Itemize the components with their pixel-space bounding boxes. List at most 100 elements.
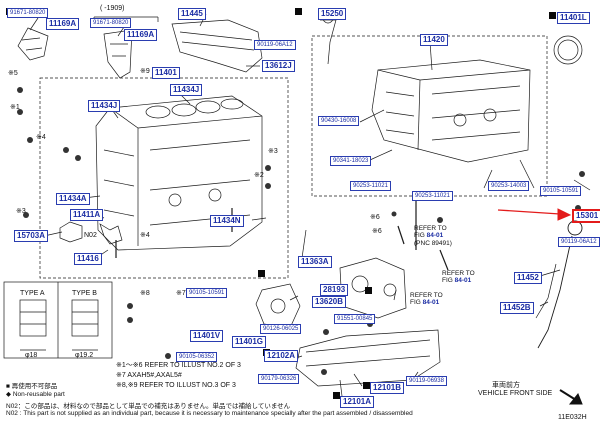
cylinder-block-frame xyxy=(39,77,289,279)
part-label-11401G[interactable]: 11401G xyxy=(232,336,267,348)
part-label-11452[interactable]: 11452 xyxy=(514,272,542,284)
star-marker: ※4 xyxy=(36,134,46,141)
star-marker: ※3 xyxy=(16,208,26,215)
part-label-13620B[interactable]: 13620B xyxy=(312,296,347,308)
part-label-90253-11021[interactable]: 90253-11021 xyxy=(350,181,391,191)
knock-pin-set xyxy=(99,223,123,245)
star-marker: ※1 xyxy=(10,104,20,111)
stud-bolts xyxy=(115,196,449,271)
vehicle-front-jp: 車両前方 xyxy=(492,382,520,389)
refer-to-fig-ref2[interactable]: REFER TO FIG 84-01 xyxy=(442,270,475,285)
callout-marker xyxy=(365,287,372,294)
part-label-91671-80820[interactable]: 91671-80820 xyxy=(90,18,132,28)
legend-type-b-label: TYPE B xyxy=(72,290,97,297)
star-marker: ※7 xyxy=(176,290,186,297)
legend-non-reusable-jp: ■ 再使用不可部品 xyxy=(6,383,58,390)
part-label-90105-06352[interactable]: 90105-06352 xyxy=(176,352,218,362)
crankcase xyxy=(371,59,531,163)
star-marker: ※6 xyxy=(372,228,382,235)
note-n02-jp: N02：この部品は、材料なので部品として単品での補充はありません。単品では補給し… xyxy=(6,403,291,410)
part-label-13612J[interactable]: 13612J xyxy=(262,60,295,72)
note-refer-illust-2: ※1～※6 REFER TO ILLUST NO.2 OF 3 xyxy=(116,362,241,369)
legend-type-a-label: TYPE A xyxy=(20,290,45,297)
bushing-type-a xyxy=(19,299,47,351)
part-label-11452B[interactable]: 11452B xyxy=(500,302,534,314)
part-label-11169A[interactable]: 11169A xyxy=(46,18,80,30)
star-marker: ※8 xyxy=(140,290,150,297)
date-range-note: ( -1909) xyxy=(100,5,125,12)
star-marker: ※6 xyxy=(370,214,380,221)
vehicle-front-arrow xyxy=(559,389,583,405)
highlight-arrow xyxy=(497,208,572,221)
part-label-91551-00845[interactable]: 91551-00845 xyxy=(334,314,376,324)
cover-plate xyxy=(255,283,301,329)
mount-bracket-left xyxy=(17,27,49,61)
water-drain-cock xyxy=(59,221,83,243)
part-label-90105-10591[interactable]: 90105-10591 xyxy=(186,288,228,298)
legend-dim-b: φ19.2 xyxy=(75,352,94,359)
part-label-11434J[interactable]: 11434J xyxy=(88,100,121,112)
oil-level-gauge-guide xyxy=(320,12,337,65)
note-n02-en: N02 : This part is not supplied as an in… xyxy=(6,410,413,417)
part-label-90179-06326[interactable]: 90179-06326 xyxy=(258,374,300,384)
part-label-90119-06938[interactable]: 90119-06938 xyxy=(406,376,447,386)
non-reusable-square-icon: ■ xyxy=(6,383,10,390)
star-marker: ※2 xyxy=(254,172,264,179)
oil-pump xyxy=(339,257,407,319)
part-label-90119-06A12[interactable]: 90119-06A12 xyxy=(558,237,600,247)
part-label-90430-16008[interactable]: 90430-16008 xyxy=(318,116,360,126)
part-label-90126-06025[interactable]: 90126-06025 xyxy=(260,324,302,334)
part-label-15301-highlighted[interactable]: 15301 xyxy=(572,209,600,223)
star-marker: ※5 xyxy=(8,70,18,77)
callout-marker xyxy=(258,270,265,277)
callout-marker xyxy=(363,382,370,389)
part-label-90105-10591[interactable]: 90105-10591 xyxy=(540,186,582,196)
refer-to-fig-ref1[interactable]: REFER TO FIG 84-01 (PNC 89491) xyxy=(414,225,452,247)
part-label-11445[interactable]: 11445 xyxy=(178,8,206,20)
bolt-markers xyxy=(17,87,585,375)
part-label-15703A[interactable]: 15703A xyxy=(14,230,49,242)
part-label-11411A[interactable]: 11411A xyxy=(70,209,104,221)
part-label-11401[interactable]: 11401 xyxy=(152,67,180,79)
part-label-11416[interactable]: 11416 xyxy=(74,253,102,265)
callout-marker xyxy=(295,8,302,15)
part-label-11169A[interactable]: 11169A xyxy=(124,29,158,41)
part-label-91671-80820[interactable]: 91671-80820 xyxy=(7,8,49,18)
part-label-12102A[interactable]: 12102A xyxy=(264,350,299,362)
diagram-id: 11E032H xyxy=(558,414,587,421)
note-refer-illust-3: ※8,※9 REFER TO ILLUST NO.3 OF 3 xyxy=(116,382,236,389)
note-code-N02: N02 xyxy=(84,232,97,239)
refer-to-fig-ref3[interactable]: REFER TO FIG 84-01 xyxy=(410,292,443,307)
callout-marker xyxy=(549,12,556,19)
part-label-11434A[interactable]: 11434A xyxy=(56,193,90,205)
legend-dim-a: φ18 xyxy=(25,352,38,359)
vehicle-front-en: VEHICLE FRONT SIDE xyxy=(478,390,553,397)
part-label-11401V[interactable]: 11401V xyxy=(190,330,224,342)
star-marker: ※4 xyxy=(140,232,150,239)
oil-pan xyxy=(295,329,441,387)
part-label-12101B[interactable]: 12101B xyxy=(370,382,405,394)
part-label-90253-11021[interactable]: 90253-11021 xyxy=(412,191,453,201)
note-applicable-models: ※7 AXAH5#,AXAL5# xyxy=(116,372,182,379)
callout-marker xyxy=(333,392,340,399)
oil-seal xyxy=(553,35,583,65)
part-label-11434J[interactable]: 11434J xyxy=(170,84,203,96)
legend-non-reusable-en: ◆ Non-reusable part xyxy=(6,391,65,398)
part-label-90341-18023[interactable]: 90341-18023 xyxy=(330,156,372,166)
part-label-11420[interactable]: 11420 xyxy=(420,34,448,46)
part-label-11363A[interactable]: 11363A xyxy=(298,256,332,268)
bushing-type-b xyxy=(71,299,99,351)
part-label-11401L[interactable]: 11401L xyxy=(557,12,590,24)
part-label-90119-06A12[interactable]: 90119-06A12 xyxy=(254,40,296,50)
part-label-15250[interactable]: 15250 xyxy=(318,8,347,20)
part-label-11434N[interactable]: 11434N xyxy=(210,215,244,227)
heat-shield xyxy=(171,19,263,73)
part-label-12101A[interactable]: 12101A xyxy=(340,396,375,408)
part-label-28193[interactable]: 28193 xyxy=(320,284,349,296)
non-reusable-diamond-icon: ◆ xyxy=(6,391,11,398)
part-label-90253-14003[interactable]: 90253-14003 xyxy=(488,181,530,191)
oil-gauge-guide-lower xyxy=(535,263,557,319)
star-marker: ※3 xyxy=(268,148,278,155)
